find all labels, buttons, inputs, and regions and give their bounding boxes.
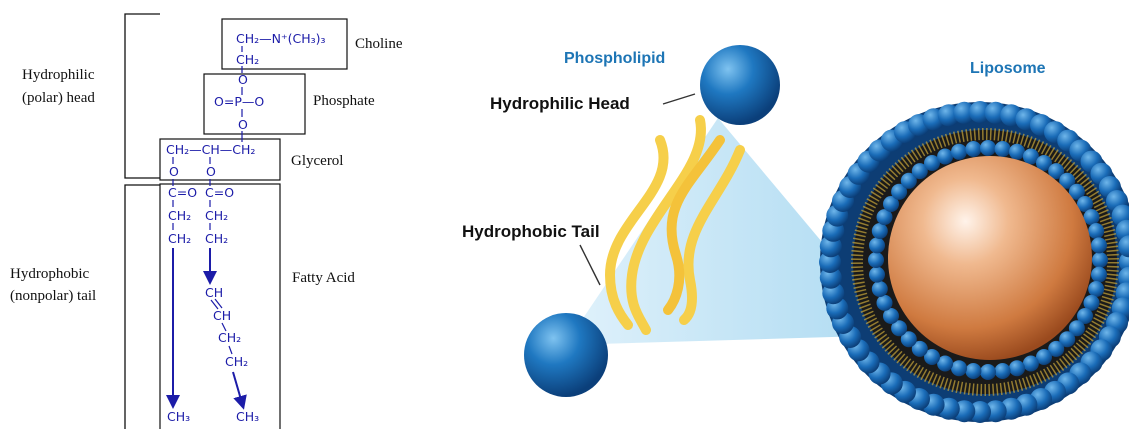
fatty-acid-label: Fatty Acid: [292, 270, 355, 286]
head-bead: [965, 141, 981, 157]
chain-ch2-b: CH₂: [205, 208, 228, 223]
liposome-illustration: Liposome: [819, 60, 1129, 423]
head-bead: [995, 141, 1011, 157]
hydrophilic-head-sphere: [700, 45, 780, 125]
hydrophobic-label-line2: (nonpolar) tail: [10, 288, 96, 304]
phospholipid-title: Phospholipid: [564, 50, 665, 67]
oxygen-link-1: O: [238, 72, 248, 87]
ester-carbonyl-1: C=O: [168, 185, 197, 200]
glycerol-formula: CH₂—CH—CH₂: [166, 142, 255, 157]
alkene-ch-1: CH: [205, 285, 223, 300]
head-bead: [1009, 360, 1025, 376]
hydrophilic-label-line1: Hydrophilic: [22, 67, 95, 83]
terminal-ch3-b: CH₃: [236, 409, 259, 424]
bond: [229, 346, 232, 354]
head-bead: [877, 295, 893, 311]
head-bead: [980, 364, 996, 380]
chain-ch2-d: CH₂: [205, 231, 228, 246]
structure-diagram: Hydrophilic (polar) head Hydrophobic (no…: [10, 14, 403, 429]
choline-formula: CH₂—N⁺(CH₃)₃: [236, 31, 326, 46]
oxygen-link-2: O: [238, 117, 248, 132]
chain-ch2-e: CH₂: [218, 330, 241, 345]
head-bead: [965, 363, 981, 379]
head-bead: [1092, 252, 1108, 268]
hydrophobic-bracket: [125, 185, 160, 429]
head-bead: [1023, 356, 1039, 372]
tail-end-sphere: [524, 313, 608, 397]
head-bead: [1084, 209, 1100, 225]
phosphate-formula: O=P—O: [214, 94, 264, 109]
head-bead: [1091, 237, 1107, 253]
unsaturated-chain-arrow-2: [233, 372, 242, 403]
alkene-ch-2: CH: [213, 308, 231, 323]
head-leader-line: [663, 94, 695, 104]
glycerol-label: Glycerol: [291, 153, 343, 169]
glycerol-oxygen-1: O: [169, 164, 179, 179]
hydrophilic-head-label: Hydrophilic Head: [490, 94, 630, 113]
ester-carbonyl-2: C=O: [205, 185, 234, 200]
liposome-title: Liposome: [970, 60, 1046, 77]
glycerol-oxygen-2: O: [206, 164, 216, 179]
aqueous-core: [888, 156, 1092, 360]
head-bead: [869, 237, 885, 253]
head-bead: [995, 363, 1011, 379]
head-bead: [868, 252, 884, 268]
hydrophilic-label-line2: (polar) head: [22, 90, 95, 106]
hydrophobic-tail-label: Hydrophobic Tail: [462, 222, 600, 241]
hydrophilic-bracket: [125, 14, 160, 178]
choline-ch2: CH₂: [236, 52, 259, 67]
head-bead: [872, 223, 888, 239]
head-bead: [1088, 281, 1104, 297]
head-bead: [869, 267, 885, 283]
head-bead: [980, 140, 996, 156]
head-bead: [951, 360, 967, 376]
head-bead: [951, 144, 967, 160]
head-bead: [872, 281, 888, 297]
head-bead: [1009, 144, 1025, 160]
tail-leader-line: [580, 245, 600, 285]
chain-ch2-a: CH₂: [168, 208, 191, 223]
head-bead: [937, 149, 953, 165]
head-bead: [1088, 223, 1104, 239]
chain-ch2-f: CH₂: [225, 354, 248, 369]
head-bead: [1091, 267, 1107, 283]
terminal-ch3-a: CH₃: [167, 409, 190, 424]
choline-label: Choline: [355, 36, 403, 52]
chain-ch2-c: CH₂: [168, 231, 191, 246]
phosphate-label: Phosphate: [313, 93, 375, 109]
hydrophobic-label-line1: Hydrophobic: [10, 266, 89, 282]
